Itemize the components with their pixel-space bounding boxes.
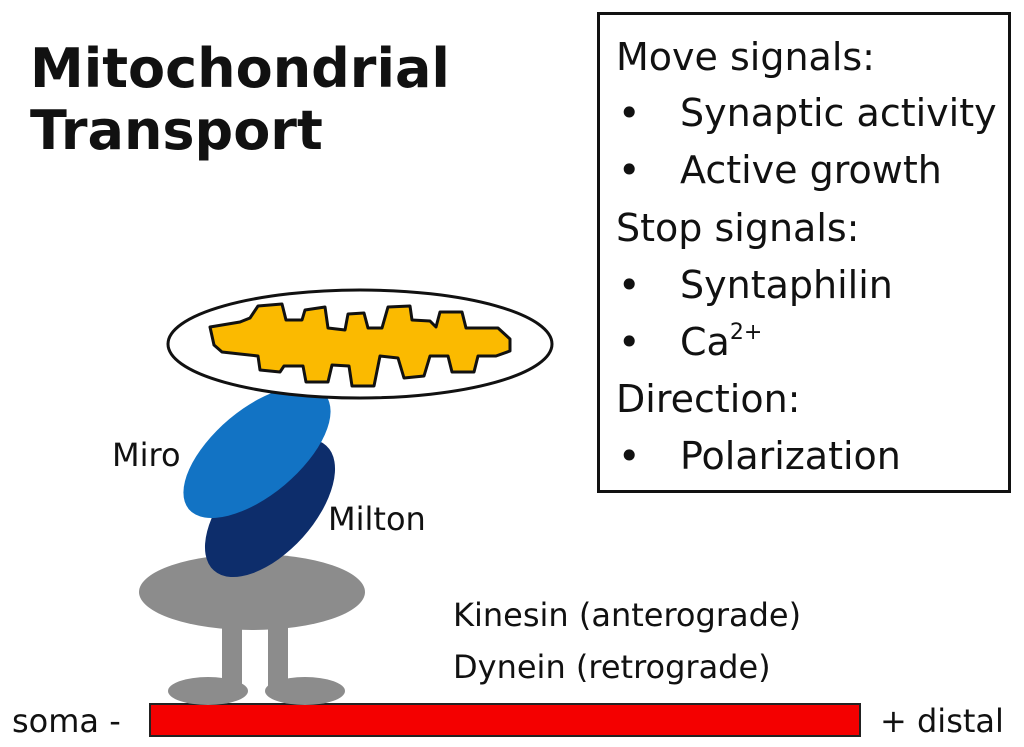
- bullet-icon: •: [618, 91, 641, 135]
- direction-heading: Direction:: [616, 377, 801, 421]
- motor-leg-right: [268, 608, 288, 694]
- distal-label: + distal: [880, 702, 1004, 740]
- bullet-icon: •: [618, 148, 641, 192]
- bullet-icon: •: [618, 263, 641, 307]
- kinesin-label: Kinesin (anterograde): [453, 596, 802, 634]
- microtubule-track: [149, 703, 861, 737]
- bullet-icon: •: [618, 434, 641, 478]
- motor-head: [139, 554, 365, 630]
- move-signals-heading: Move signals:: [616, 35, 875, 79]
- signals-box: Move signals: • Synaptic activity • Acti…: [597, 12, 1011, 493]
- miro-label: Miro: [112, 436, 181, 474]
- calcium-text: Ca: [680, 320, 730, 364]
- bullet-icon: •: [618, 320, 641, 364]
- dynein-label: Dynein (retrograde): [453, 648, 771, 686]
- mitochondrion-matrix: [208, 302, 512, 388]
- soma-label: soma -: [12, 702, 121, 740]
- calcium-superscript: 2+: [729, 320, 763, 345]
- milton-label: Milton: [328, 500, 426, 538]
- title-line-2: Transport: [30, 99, 323, 162]
- title-line-1: Mitochondrial: [30, 37, 450, 100]
- diagram-title: Mitochondrial Transport: [30, 38, 450, 162]
- miro-adaptor: [183, 385, 331, 519]
- milton-adaptor: [204, 438, 336, 578]
- stop-signals-heading: Stop signals:: [616, 206, 860, 250]
